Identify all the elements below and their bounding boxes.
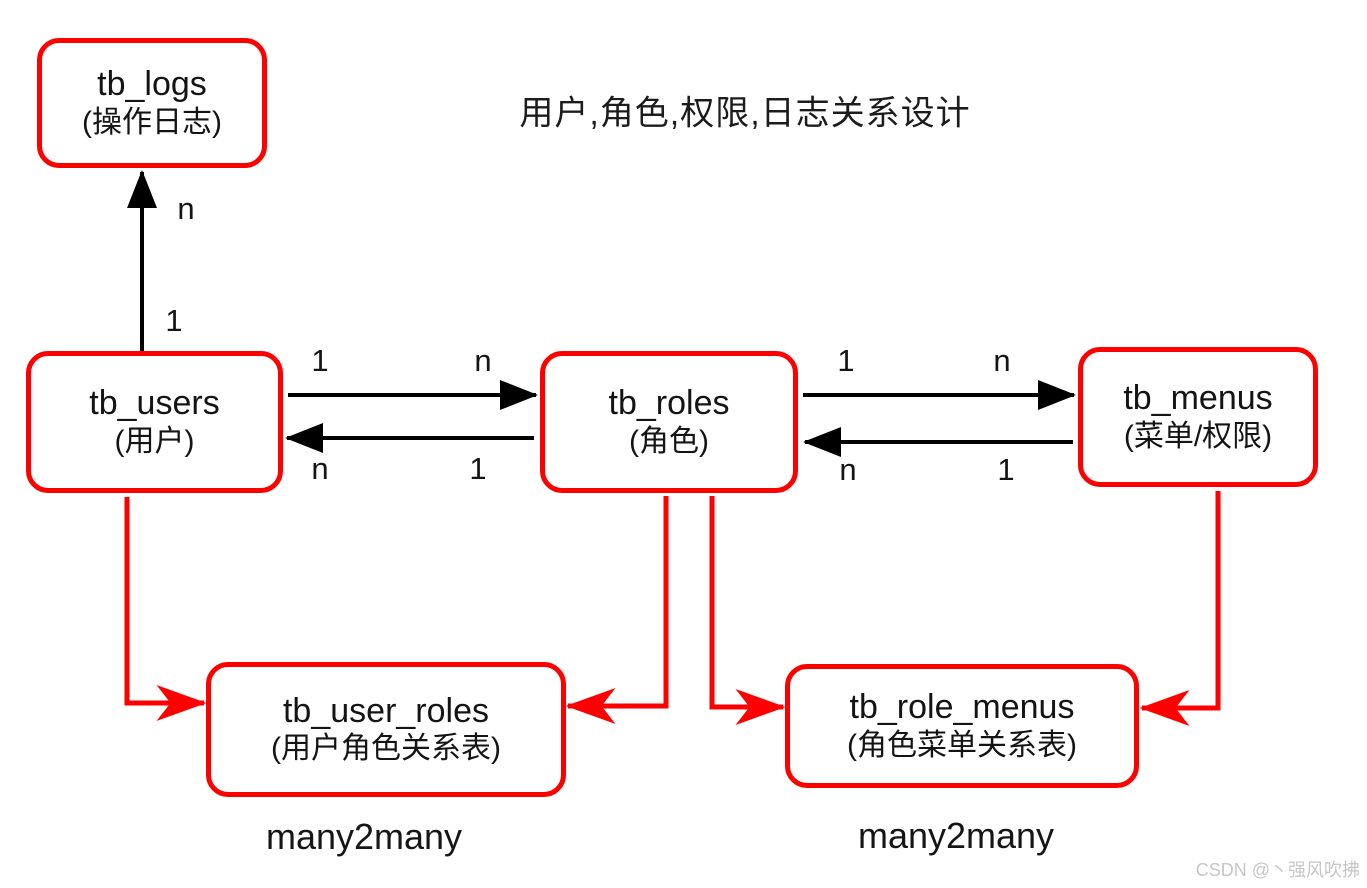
node-tb-role-menus: tb_role_menus (角色菜单关系表) — [785, 664, 1139, 788]
node-tb-logs: tb_logs (操作日志) — [37, 38, 267, 168]
node-tb-logs-title: tb_logs — [97, 65, 207, 104]
edge-users-to-user-roles-arrow — [124, 497, 207, 721]
cardinality-users-logs-1: 1 — [165, 303, 183, 338]
cardinality-users-roles-n: n — [474, 343, 492, 378]
note-many2many-right: many2many — [857, 815, 1055, 856]
cardinality-menus-roles-1: 1 — [997, 452, 1015, 487]
node-tb-role-menus-subtitle: (角色菜单关系表) — [847, 728, 1077, 762]
node-tb-users-subtitle: (用户) — [114, 424, 195, 458]
node-tb-user-roles-subtitle: (用户角色关系表) — [271, 732, 501, 766]
node-tb-user-roles-title: tb_user_roles — [282, 691, 489, 730]
cardinality-roles-menus-1: 1 — [837, 343, 855, 378]
cardinality-users-logs-n: n — [177, 191, 195, 226]
edge-menus-to-role-menus-arrow — [1139, 491, 1221, 726]
cardinality-roles-users-1: 1 — [469, 451, 487, 486]
cardinality-roles-users-n: n — [311, 451, 329, 486]
cardinality-roles-menus-n: n — [993, 343, 1011, 378]
diagram-title: 用户,角色,权限,日志关系设计 — [519, 94, 971, 133]
node-tb-users: tb_users (用户) — [26, 351, 283, 493]
edge-roles-to-user-roles-arrow — [565, 496, 669, 724]
node-tb-user-roles: tb_user_roles (用户角色关系表) — [206, 662, 566, 797]
node-tb-roles-subtitle: (角色) — [629, 424, 709, 458]
node-tb-users-title: tb_users — [89, 384, 220, 423]
note-many2many-left: many2many — [265, 816, 463, 857]
node-tb-menus: tb_menus (菜单/权限) — [1078, 347, 1318, 487]
node-tb-role-menus-title: tb_role_menus — [849, 688, 1075, 727]
node-tb-menus-title: tb_menus — [1123, 379, 1273, 418]
node-tb-roles-title: tb_roles — [608, 384, 730, 423]
watermark-text: CSDN @丶强风吹拂 — [1195, 860, 1360, 880]
node-tb-menus-subtitle: (菜单/权限) — [1123, 419, 1273, 453]
node-tb-logs-subtitle: (操作日志) — [82, 105, 222, 139]
node-tb-roles: tb_roles (角色) — [540, 351, 798, 493]
cardinality-menus-roles-n: n — [839, 452, 857, 487]
cardinality-users-roles-1: 1 — [311, 343, 329, 378]
edge-roles-to-role-menus-arrow — [709, 496, 786, 725]
